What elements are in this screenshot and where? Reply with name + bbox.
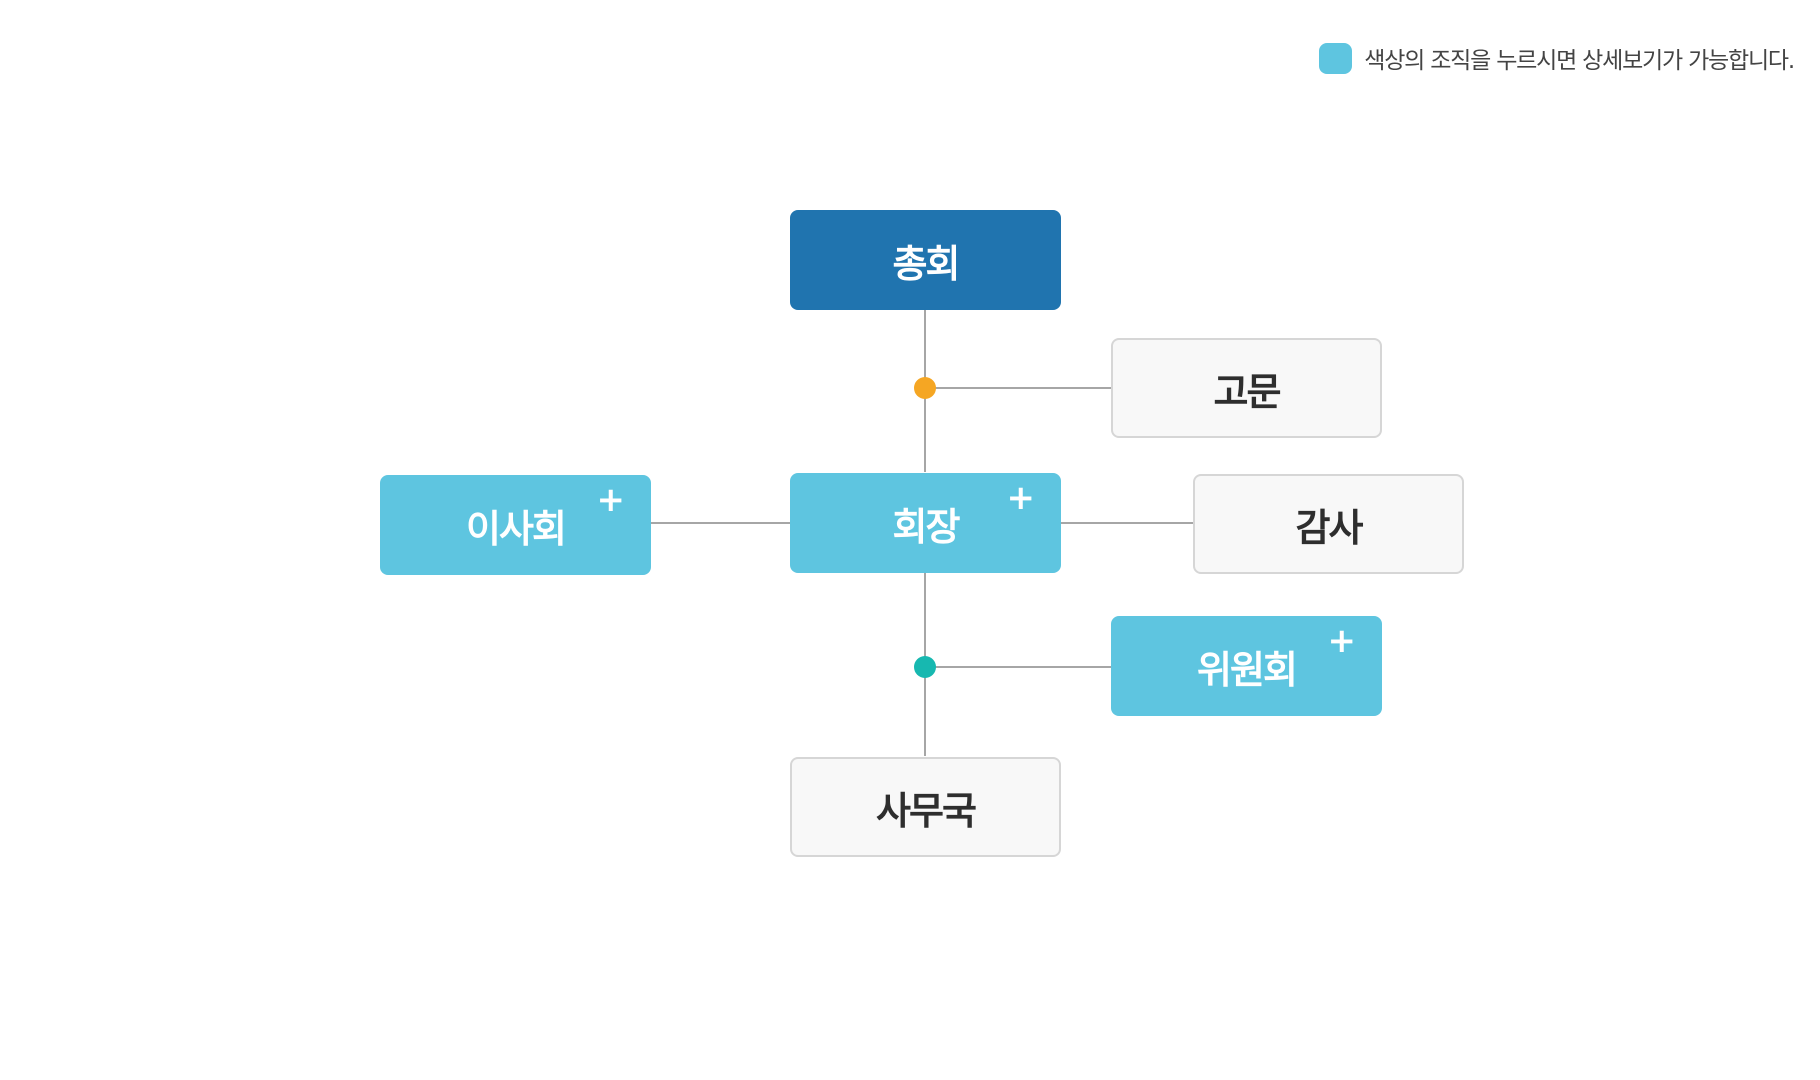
connector-president-auditor [1059, 522, 1193, 524]
node-president-label: 회장 [892, 504, 961, 549]
node-advisor: 고문 [1111, 338, 1382, 438]
node-board-label: 이사회 [466, 506, 567, 551]
advisor-junction-dot [914, 377, 936, 399]
connector-board-president [650, 522, 790, 524]
legend-color-swatch [1319, 42, 1353, 74]
node-general-assembly-label: 총회 [892, 241, 961, 286]
node-secretariat-label: 사무국 [876, 788, 977, 833]
plus-icon[interactable]: + [1327, 621, 1357, 661]
connector-advisor [925, 387, 1112, 389]
connector-committee [925, 666, 1112, 668]
node-advisor-label: 고문 [1213, 369, 1282, 414]
node-general-assembly: 총회 [790, 210, 1061, 310]
node-committee-label: 위원회 [1197, 647, 1298, 692]
legend: 색상의 조직을 누르시면 상세보기가 가능합니다. [1319, 41, 1795, 75]
node-auditor: 감사 [1193, 474, 1464, 574]
plus-icon[interactable]: + [1006, 478, 1036, 518]
committee-junction-dot [914, 656, 936, 678]
plus-icon[interactable]: + [596, 480, 626, 520]
node-secretariat: 사무국 [790, 757, 1061, 857]
legend-text: 색상의 조직을 누르시면 상세보기가 가능합니다. [1364, 48, 1795, 74]
node-auditor-label: 감사 [1295, 505, 1364, 550]
node-president[interactable]: 회장 + [790, 473, 1061, 573]
node-board[interactable]: 이사회 + [380, 475, 651, 575]
node-committee[interactable]: 위원회 + [1111, 616, 1382, 716]
